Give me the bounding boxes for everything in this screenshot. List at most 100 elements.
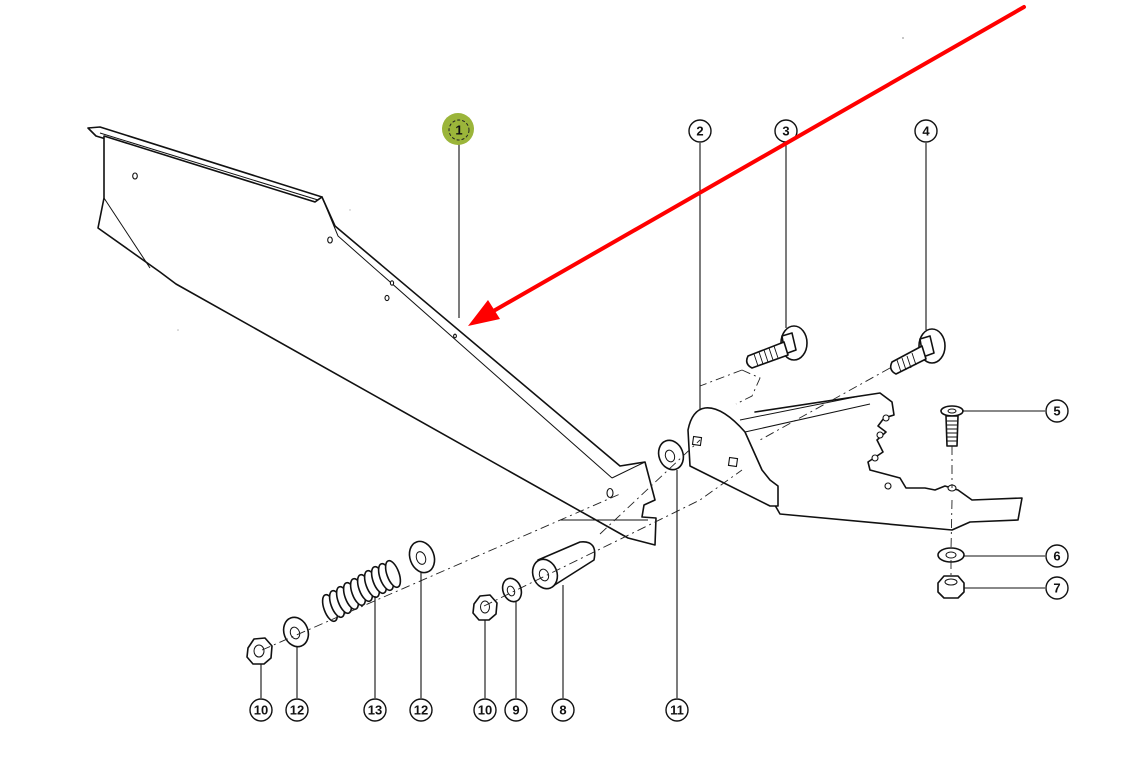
axis-line: [759, 367, 891, 441]
callout-8[interactable]: 8: [551, 698, 575, 722]
callout-bubble: [914, 119, 938, 143]
blade-bevel-line: [103, 197, 151, 269]
axis-line: [261, 493, 621, 651]
washer-hole: [415, 551, 427, 565]
callout-bubble: [551, 698, 575, 722]
bolt-shank: [745, 341, 789, 369]
blade-body: [97, 135, 657, 546]
nut-body: [246, 637, 273, 665]
bracket-plate: [687, 407, 779, 507]
callout-bubble: [249, 698, 273, 722]
axis-line: [950, 446, 953, 578]
callout-6[interactable]: 6: [1045, 544, 1069, 568]
callout-label: 4: [922, 124, 930, 139]
callout-bubble: [363, 698, 387, 722]
callout-label: 2: [696, 124, 703, 139]
part-carriage-bolt-4: [889, 328, 946, 375]
blade-hole: [132, 172, 138, 180]
callout-label: 10: [478, 703, 492, 718]
washer-hole: [945, 551, 957, 559]
arrow-head-icon: [468, 300, 500, 326]
callout-11[interactable]: 11: [665, 698, 689, 722]
callout-label: 1: [455, 123, 462, 138]
callout-label: 7: [1053, 581, 1060, 596]
bracket-tab: [871, 454, 879, 462]
part-countersunk-screw: [940, 405, 964, 447]
part-washer-9: [501, 577, 523, 603]
callout-bubble: [409, 698, 433, 722]
axis-line: [483, 469, 743, 607]
part-blade-guard: [87, 126, 657, 546]
callout-13[interactable]: 13: [363, 698, 387, 722]
callout-2[interactable]: 2: [688, 119, 712, 143]
callout-bubble: [1045, 544, 1069, 568]
bracket-square-hole: [691, 435, 703, 447]
scan-speck: [902, 37, 904, 39]
callout-12a[interactable]: 12: [285, 698, 309, 722]
nut-hole: [944, 578, 958, 586]
callout-label: 3: [782, 124, 789, 139]
leader-lines: [260, 141, 1045, 698]
bracket-arm: [754, 392, 1023, 531]
blade-hole: [453, 333, 457, 339]
washer-body: [408, 540, 436, 574]
callout-label: 10: [254, 703, 268, 718]
washer-hole: [289, 626, 301, 640]
part-washer-6: [937, 547, 965, 563]
callout-12b[interactable]: 12: [409, 698, 433, 722]
bracket-square-hole: [727, 456, 739, 468]
nut-body: [937, 575, 965, 599]
callout-5[interactable]: 5: [1045, 399, 1069, 423]
part-compression-spring-13: [321, 559, 402, 623]
callout-label: 8: [559, 703, 566, 718]
callout-9[interactable]: 9: [504, 698, 528, 722]
callout-bubble: [473, 698, 497, 722]
callout-10a[interactable]: 10: [249, 698, 273, 722]
callout-bubble: [688, 119, 712, 143]
screw-shank: [945, 415, 959, 447]
nut-hole: [253, 644, 265, 658]
callout-bubble: [665, 698, 689, 722]
part-hex-nut-7: [937, 575, 965, 599]
callout-bubble: [448, 119, 470, 141]
callout-7[interactable]: 7: [1045, 576, 1069, 600]
axis-line: [599, 439, 701, 535]
screw-head: [940, 405, 964, 417]
washer-hole: [506, 585, 516, 597]
callout-bubble: [504, 698, 528, 722]
assembly-axes: [261, 367, 953, 651]
nut-hole: [480, 600, 490, 614]
bracket-plate-edge: [744, 431, 763, 471]
callout-4[interactable]: 4: [914, 119, 938, 143]
callout-label: 9: [512, 703, 519, 718]
washer-body: [937, 547, 965, 563]
blade-tip-edge: [611, 461, 646, 479]
nut-body: [472, 594, 498, 621]
callout-label: 11: [670, 703, 684, 718]
callout-bubble: [1045, 399, 1069, 423]
arrow-shaft: [488, 5, 1026, 315]
blade-fold-line: [321, 196, 613, 479]
blade-hole: [606, 487, 614, 499]
bracket-tab: [876, 431, 884, 439]
callout-label: 12: [290, 703, 304, 718]
callout-label: 5: [1053, 404, 1060, 419]
bolt-thread: [753, 345, 779, 367]
callout-10b[interactable]: 10: [473, 698, 497, 722]
scan-speck: [349, 209, 351, 211]
screw-socket: [947, 408, 957, 414]
callout-label: 13: [368, 703, 382, 718]
spring-coil: [384, 559, 402, 589]
part-carriage-bolt-3: [745, 325, 808, 369]
blade-hole: [384, 294, 390, 302]
blade-hole: [389, 280, 395, 286]
washer-body: [657, 439, 685, 471]
washer-body: [501, 577, 523, 603]
callout-1[interactable]: 1: [442, 113, 474, 145]
part-hex-nut-10a: [246, 637, 273, 665]
washer-hole: [664, 449, 676, 463]
flange-edge: [99, 132, 319, 201]
bracket-arm-edge: [744, 403, 871, 433]
axis-line: [699, 369, 761, 405]
